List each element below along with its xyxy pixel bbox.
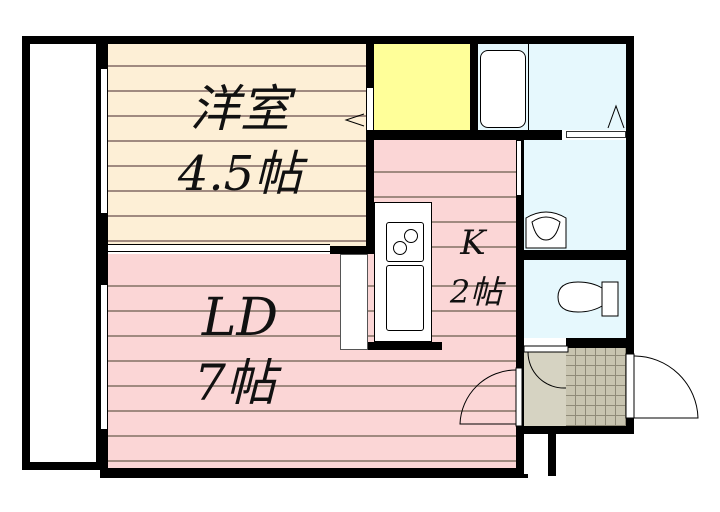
- toilet-bowl-icon: [557, 281, 619, 317]
- wall-entrance-bottom: [516, 426, 634, 434]
- bathroom-door-marker-icon: [607, 104, 625, 129]
- bathroom-door[interactable]: [566, 131, 626, 138]
- window-living-dining[interactable]: [100, 284, 108, 430]
- sliding-door-washroom[interactable]: [516, 140, 522, 196]
- western-room-size: 4.5帖: [177, 146, 303, 202]
- sliding-door-western-ld[interactable]: [108, 244, 330, 252]
- balcony: [22, 36, 104, 470]
- kitchen-sink: [386, 265, 424, 331]
- wall-bottom-main: [100, 468, 528, 478]
- wall-top-main: [100, 36, 634, 44]
- closet: [374, 44, 470, 130]
- wall-western-ld-stub: [330, 246, 374, 254]
- kitchen-size: 2帖: [449, 273, 503, 311]
- counter-side-wall: [340, 254, 368, 350]
- bathtub: [480, 50, 526, 128]
- entrance-door-swing-icon[interactable]: [625, 352, 702, 422]
- wall-left-main: [100, 36, 108, 478]
- wall-closet-left: [366, 44, 374, 254]
- wall-closet-right: [470, 44, 478, 138]
- ld-door-swing-icon[interactable]: [458, 367, 523, 428]
- entrance-tiles: [566, 346, 626, 426]
- window-western-room[interactable]: [100, 68, 108, 214]
- wash-basin-icon: [525, 211, 567, 249]
- ld-name: LD: [201, 288, 279, 348]
- hall-door-swing-icon[interactable]: [523, 345, 569, 390]
- closet-door-marker-icon: [344, 113, 365, 127]
- room-western: [108, 44, 366, 246]
- wall-counter-bottom: [366, 342, 442, 350]
- kitchen-stove: [386, 222, 424, 262]
- wall-closet-bottom: [366, 130, 562, 140]
- room-living-dining: [108, 254, 520, 468]
- bathtub-divider: [528, 44, 529, 130]
- burner-icon: [393, 241, 407, 255]
- kitchen-name: K: [460, 223, 486, 263]
- burner-icon: [404, 229, 418, 243]
- wall-shoebox-right: [548, 426, 556, 476]
- wall-right-outer: [626, 36, 634, 434]
- western-room-name: 洋室: [190, 80, 290, 138]
- wall-washroom-toilet: [516, 250, 634, 260]
- ld-size: 7帖: [194, 354, 276, 412]
- wall-toilet-entrance: [566, 338, 634, 348]
- entrance-hall: [524, 346, 566, 426]
- closet-door[interactable]: [367, 88, 373, 130]
- shoe-storage: [524, 434, 549, 474]
- wall-kitchen-right: [516, 138, 524, 468]
